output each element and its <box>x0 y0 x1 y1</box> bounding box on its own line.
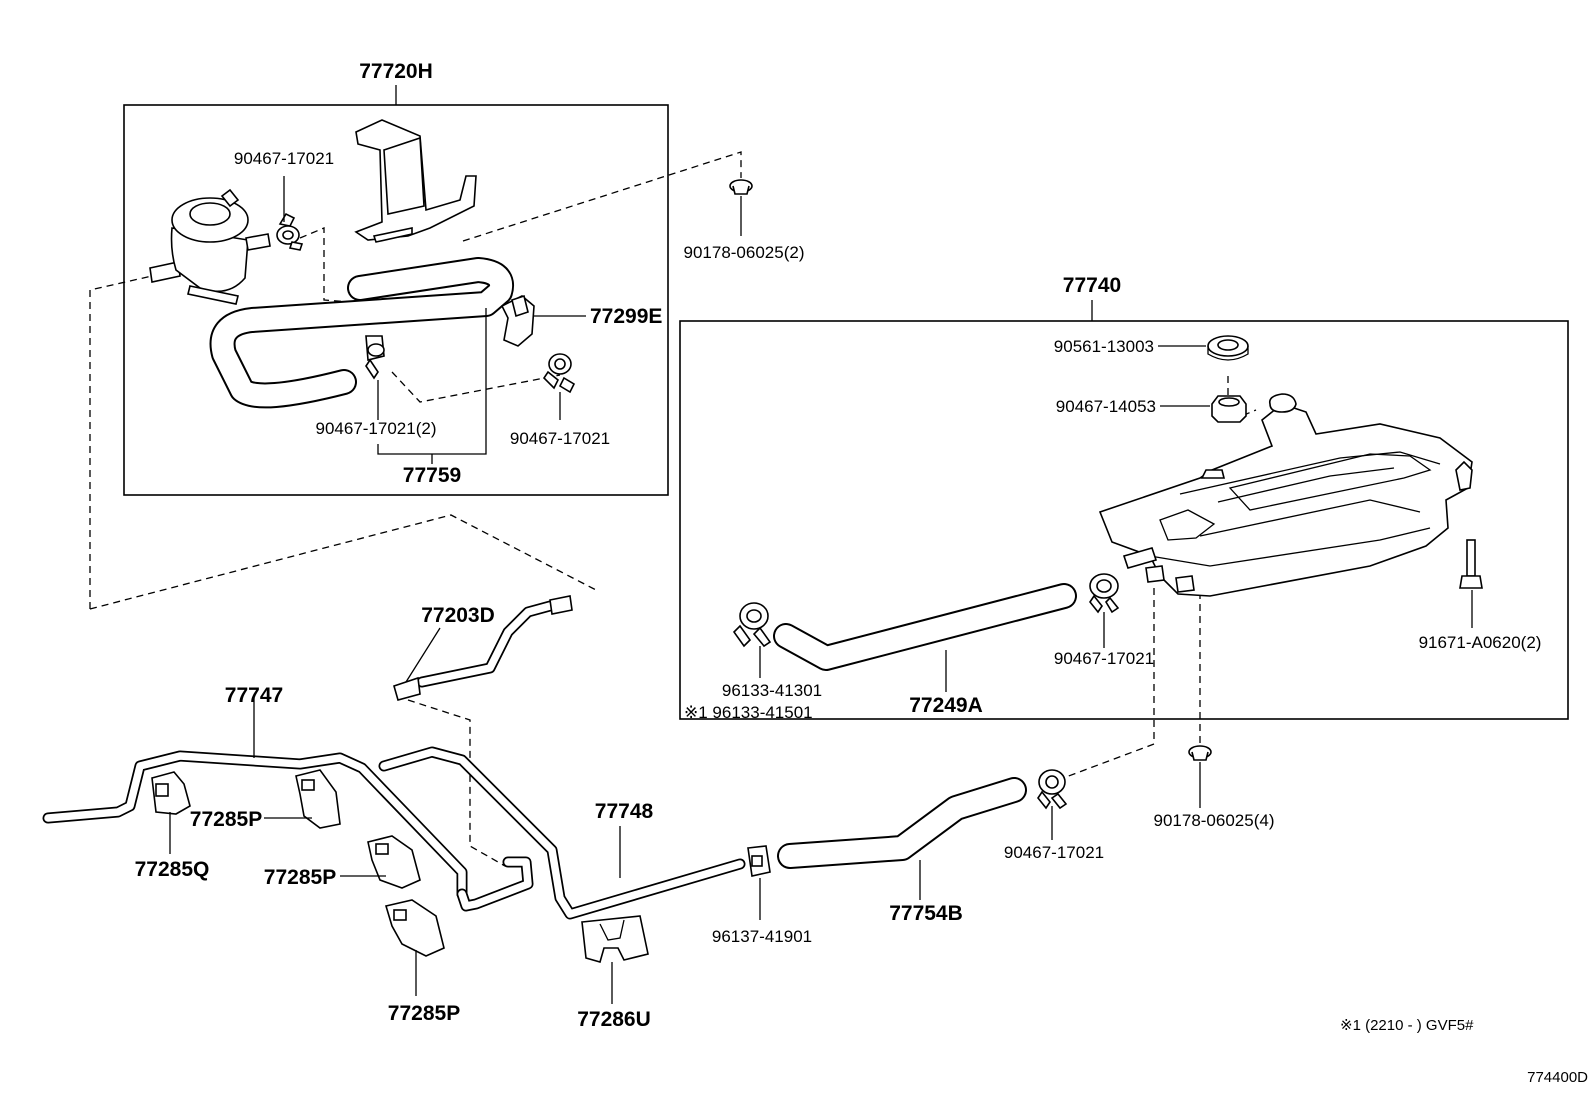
hose-77249A-part <box>773 583 1077 671</box>
grommet-lower-part <box>1188 745 1212 761</box>
canister-hose-clip-part <box>1089 573 1120 614</box>
label-77285P-3: 77285P <box>388 1002 460 1025</box>
label-77285Q: 77285Q <box>135 858 210 881</box>
clamp-77286U-part <box>581 915 649 963</box>
label-96133-41501: ※1 96133-41501 <box>684 703 813 722</box>
leader-lines <box>169 176 1473 1004</box>
label-77747: 77747 <box>225 684 283 707</box>
hose-clip-right-part <box>542 353 576 394</box>
label-77299E: 77299E <box>590 305 662 328</box>
label-77748: 77748 <box>595 800 654 823</box>
hose-77754B-part <box>777 777 1027 869</box>
hose-clip-96137-part <box>747 845 771 877</box>
dashed-link-clip <box>299 227 353 303</box>
label-91671-A0620-2: 91671-A0620(2) <box>1419 633 1542 652</box>
label-77286U: 77286U <box>577 1008 651 1031</box>
label-90467-17021-2: 90467-17021(2) <box>316 419 437 438</box>
charcoal-canister-part <box>1098 393 1473 597</box>
dashed-link-clips <box>391 371 561 403</box>
label-90467-17021-box: 90467-17021 <box>510 429 610 448</box>
dashed-link-top <box>462 151 742 242</box>
label-90467-17021-lower: 90467-17021 <box>1004 843 1104 862</box>
hose-clip-lower-part <box>1037 769 1068 810</box>
pipe-77748-part <box>378 746 746 920</box>
label-77759: 77759 <box>403 464 461 487</box>
hose-clip-middle-part <box>365 335 385 380</box>
label-77203D: 77203D <box>421 604 495 627</box>
label-96137-41901: 96137-41901 <box>712 927 812 946</box>
label-90178-06025-4: 90178-06025(4) <box>1154 811 1275 830</box>
hose-clip-96133-part <box>732 602 772 648</box>
label-77740: 77740 <box>1063 274 1121 297</box>
clamp-77299E-part <box>500 294 535 347</box>
label-77720H: 77720H <box>359 60 433 83</box>
dashed-link-canister-clip <box>1065 588 1155 778</box>
clamp-77285P-3-part <box>384 899 445 957</box>
label-77754B: 77754B <box>889 902 963 925</box>
label-90467-17021-canister: 90467-17021 <box>1054 649 1154 668</box>
label-90467-17021-top: 90467-17021 <box>234 149 334 168</box>
label-77285P-2: 77285P <box>264 866 336 889</box>
clamp-77285P-2-part <box>367 835 421 889</box>
diagram-id: 774400D <box>1527 1069 1588 1086</box>
hose-77759-part <box>209 257 514 409</box>
assembly-box-77740 <box>679 320 1569 720</box>
bolt-part <box>1459 539 1483 589</box>
label-90178-06025-2: 90178-06025(2) <box>684 243 805 262</box>
label-77285P-1: 77285P <box>190 808 262 831</box>
nut-part <box>1211 395 1247 423</box>
pipe-77747-part <box>42 750 534 912</box>
footnote: ※1 (2210 - ) GVF5# <box>1340 1017 1474 1034</box>
hose-clip-top-part <box>276 212 304 251</box>
grommet-top-part <box>729 179 753 195</box>
vacuum-valve-part <box>149 188 271 305</box>
label-77249A: 77249A <box>909 694 983 717</box>
hose-77203D-part <box>393 595 573 701</box>
dashed-link-left <box>89 275 153 609</box>
label-96133-41301: 96133-41301 <box>722 681 822 700</box>
dashed-link-lower <box>89 514 599 610</box>
clamp-77285P-1-part <box>295 769 341 829</box>
clamp-77285Q-part <box>151 771 191 815</box>
valve-bracket-part <box>354 119 477 243</box>
label-90467-14053: 90467-14053 <box>1056 397 1156 416</box>
washer-part <box>1207 335 1249 361</box>
label-90561-13003: 90561-13003 <box>1054 337 1154 356</box>
